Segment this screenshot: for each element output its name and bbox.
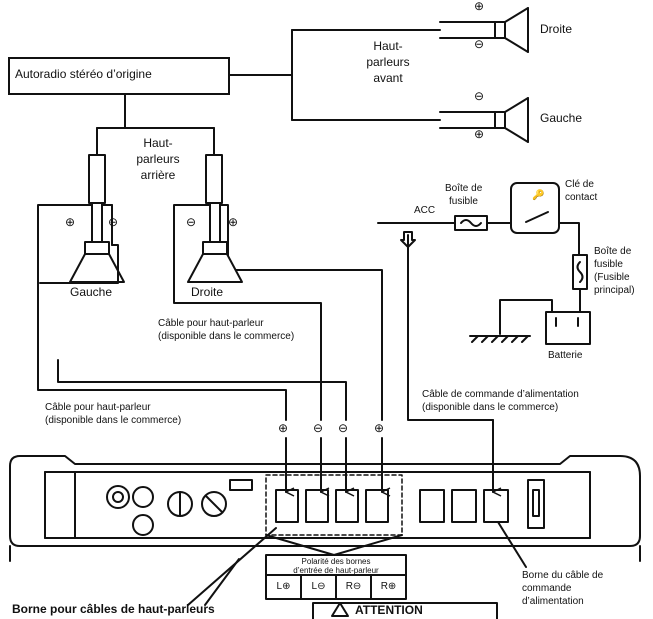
front-speakers-label-1: Haut-	[373, 39, 403, 53]
key-icon: 🔑	[532, 190, 545, 201]
front-right-speaker	[504, 7, 529, 53]
rear-left-cable-label-1: Câble pour haut-parleur	[45, 402, 151, 413]
rear-left-speaker	[69, 241, 125, 283]
main-fuse-label-1: Boîte de	[594, 246, 632, 257]
polarity-cell: R⊕	[380, 581, 397, 592]
front-left-speaker	[504, 97, 529, 143]
plus-symbol: ⊕	[474, 0, 485, 13]
rear-speakers-label-1: Haut-	[143, 136, 173, 150]
minus-symbol: ⊖	[186, 215, 197, 229]
front-speaker-wiring	[228, 21, 506, 129]
ignition-label-1: Clé de	[565, 179, 594, 190]
rear-left-cable-label-2: (disponible dans le commerce)	[45, 415, 182, 426]
rear-right-cable-label-2: (disponible dans le commerce)	[158, 331, 295, 342]
front-speakers-label-2: parleurs	[366, 55, 410, 69]
amplifier-controls	[106, 479, 253, 536]
acc-label: ACC	[414, 205, 436, 216]
remote-cable-label-2: (disponible dans le commerce)	[422, 402, 559, 413]
polarity-table	[265, 534, 407, 600]
plus-symbol: ⊕	[228, 215, 239, 229]
remote-terminal-label-3: d’alimentation	[522, 596, 584, 607]
rear-right-label: Droite	[191, 285, 224, 299]
plus-symbol: ⊕	[474, 127, 485, 141]
head-unit-label: Autoradio stéréo d’origine	[15, 67, 152, 81]
rear-speakers-label-3: arrière	[140, 168, 176, 182]
fuse-box-label-2: fusible	[449, 196, 478, 207]
minus-symbol: ⊖	[474, 37, 485, 51]
rear-right-speaker	[187, 241, 243, 283]
remote-terminal-label-1: Borne du câble de	[522, 570, 604, 581]
front-right-label: Droite	[540, 22, 573, 36]
main-fuse-label-4: principal)	[594, 285, 635, 296]
caution-label: ATTENTION	[355, 603, 423, 617]
main-fuse-label-3: (Fusible	[594, 272, 630, 283]
power-terminals	[419, 489, 509, 523]
minus-symbol: ⊖	[338, 421, 349, 435]
battery-label: Batterie	[548, 350, 583, 361]
minus-symbol: ⊖	[108, 215, 119, 229]
speaker-terminal-label: Borne pour câbles de haut-parleurs	[12, 602, 215, 616]
power-wiring	[377, 182, 591, 421]
minus-symbol: ⊖	[313, 421, 324, 435]
polarity-title-2: d’entrée de haut-parleur	[293, 566, 379, 575]
speaker-terminals	[275, 489, 389, 523]
front-left-label: Gauche	[540, 111, 583, 125]
remote-cable-label-1: Câble de commande d’alimentation	[422, 389, 579, 400]
ignition-label-2: contact	[565, 192, 598, 203]
head-unit: Autoradio stéréo d’origine	[8, 57, 230, 95]
front-speakers-label-3: avant	[373, 71, 403, 85]
rear-left-label: Gauche	[70, 285, 113, 299]
remote-terminal-label-2: commande	[522, 583, 572, 594]
main-fuse-label-2: fusible	[594, 259, 623, 270]
fuse-box-label-1: Boîte de	[445, 183, 483, 194]
plus-symbol: ⊕	[278, 421, 289, 435]
rear-speakers-label-2: parleurs	[136, 152, 180, 166]
polarity-title-1: Polarité des bornes	[301, 557, 371, 566]
plus-symbol: ⊕	[65, 215, 76, 229]
minus-symbol: ⊖	[474, 89, 485, 103]
polarity-cell: R⊖	[345, 581, 362, 592]
polarity-cell: L⊖	[311, 581, 326, 592]
input-arrows	[285, 419, 493, 492]
plus-symbol: ⊕	[374, 421, 385, 435]
rear-right-cable-label-1: Câble pour haut-parleur	[158, 318, 264, 329]
polarity-cell: L⊕	[276, 581, 291, 592]
